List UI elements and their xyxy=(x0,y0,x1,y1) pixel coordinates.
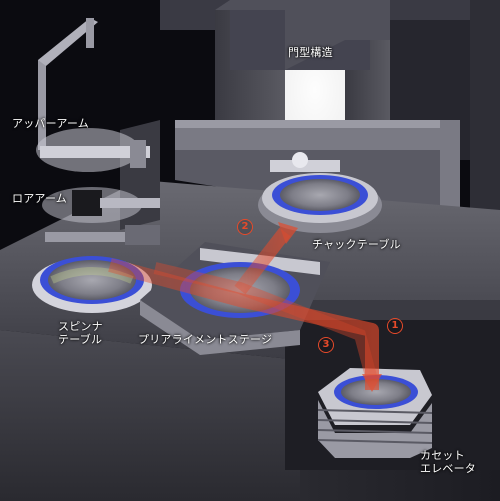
chuck-table xyxy=(258,152,382,233)
gantry-label: 門型構造 xyxy=(288,46,333,59)
step-2-badge: 2 xyxy=(237,219,253,235)
lower-arm-label: ロアアーム xyxy=(12,192,68,205)
step-1-badge: 1 xyxy=(387,318,403,334)
gantry-structure xyxy=(175,0,460,222)
chuck-table-label: チャックテーブル xyxy=(312,238,401,251)
cassette-elevator xyxy=(317,368,433,458)
upper-arm xyxy=(36,18,150,172)
lower-arm xyxy=(42,187,160,245)
flow-arrows xyxy=(108,222,382,392)
cassette-elevator-label: カセット エレベータ xyxy=(420,449,476,475)
prealignment-stage-label: プリアライメントステージ xyxy=(138,333,273,346)
step-3-badge: 3 xyxy=(318,337,334,353)
upper-arm-label: アッパーアーム xyxy=(12,117,89,130)
spinner-table-label: スピンナ テーブル xyxy=(58,320,103,346)
